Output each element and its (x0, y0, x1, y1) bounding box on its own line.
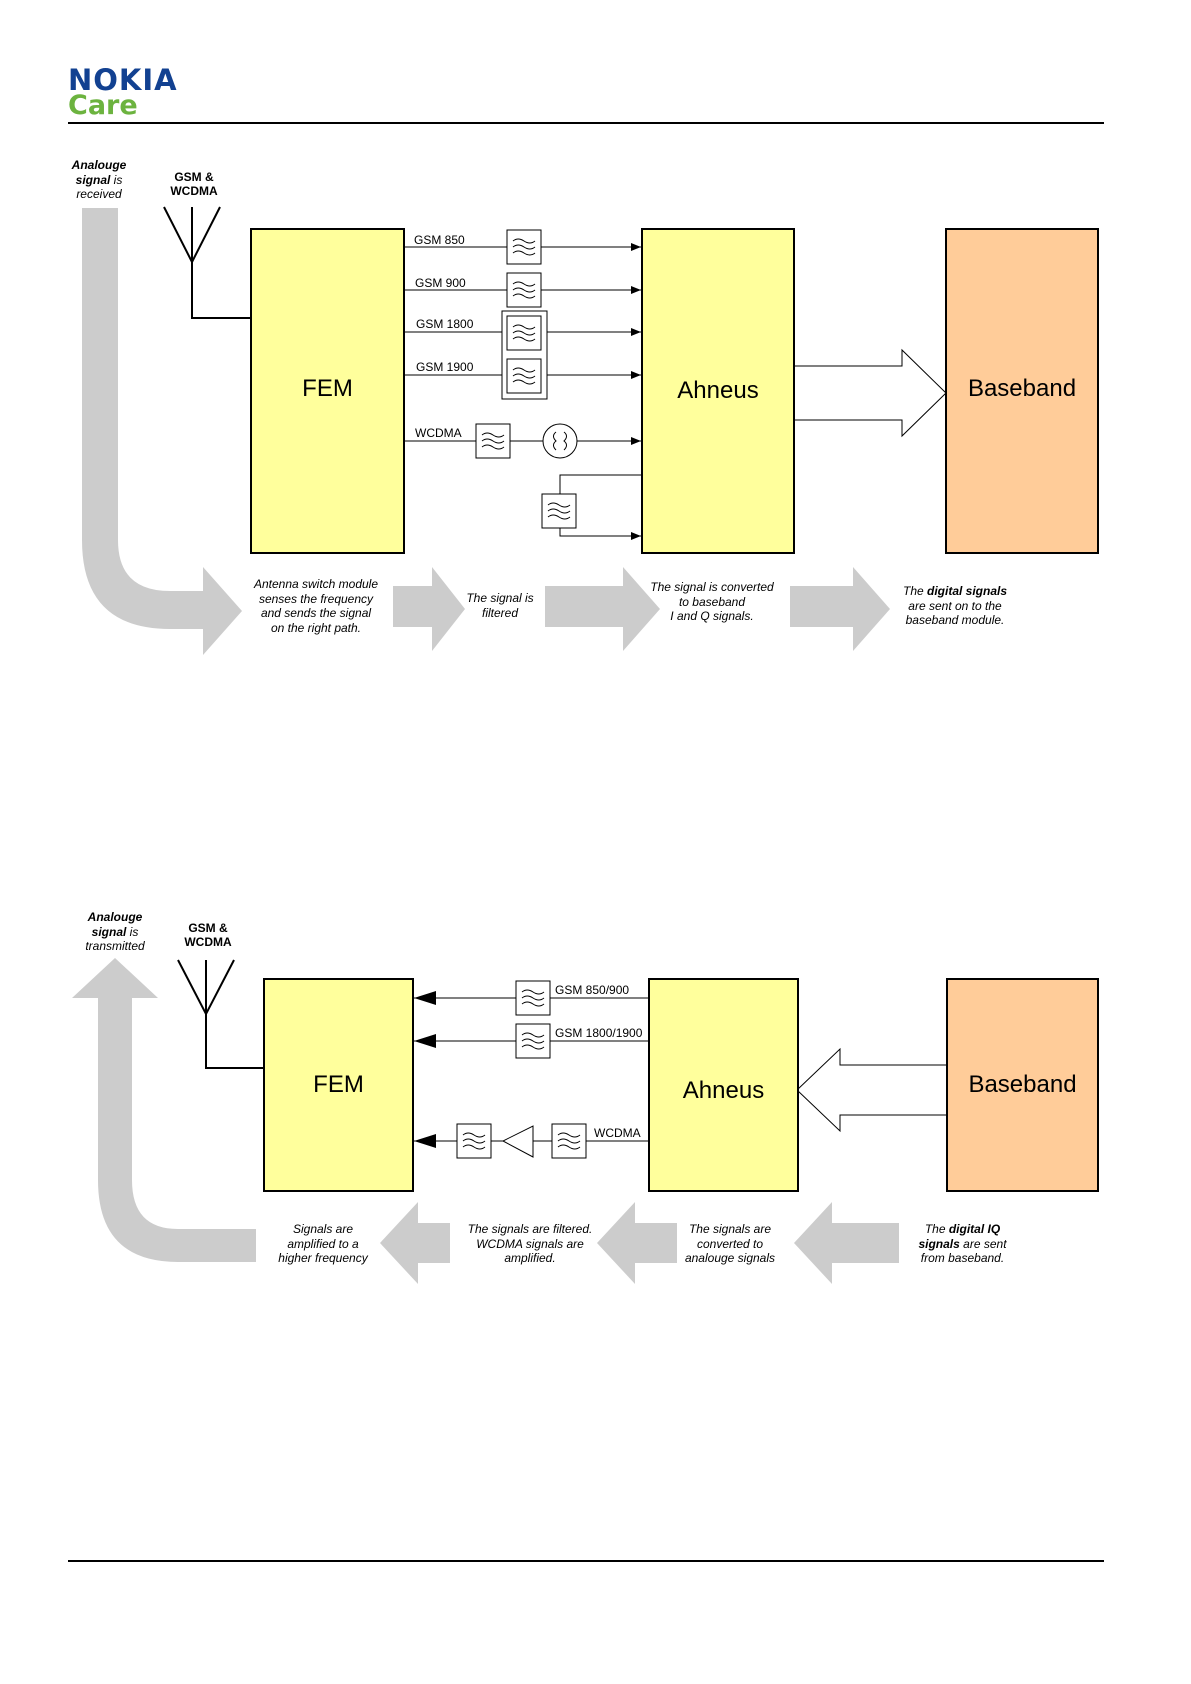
rx-filter-icon-gsm850 (506, 229, 542, 265)
rx-path-label-gsm1800: GSM 1800 (416, 317, 474, 331)
rx-flow-arrow-3 (545, 567, 660, 651)
tx-caption-filtered: The signals are filtered.WCDMA signals a… (467, 1222, 593, 1265)
tx-fem-block (263, 978, 414, 1192)
rx-filter-icon-wcdma (475, 423, 511, 459)
care-logo: Care (68, 90, 138, 121)
tx-path-label-gsm850-900: GSM 850/900 (555, 983, 630, 997)
tx-ahneus-label: Ahneus (682, 1077, 765, 1104)
rx-ahneus-label: Ahneus (677, 377, 759, 404)
tx-filter-icon-wcdma-1 (551, 1123, 587, 1159)
tx-baseband-label: Baseband (968, 1071, 1077, 1098)
tx-flow-arrow-3 (597, 1202, 677, 1284)
rx-baseband-block (945, 228, 1099, 554)
tx-ahneus-block (648, 978, 799, 1192)
tx-hollow-arrow (796, 1047, 948, 1133)
rx-path-label-gsm900: GSM 900 (415, 276, 466, 290)
rx-filter-icon-gsm1800 (506, 315, 542, 351)
tx-flow-arrow-2 (380, 1202, 450, 1284)
rx-baseband-label: Baseband (967, 375, 1077, 402)
rx-flow-arrow-4 (790, 567, 890, 651)
rx-flow-arrow-2 (393, 567, 465, 651)
rx-antenna-label: GSM & WCDMA (170, 170, 218, 198)
rx-line-return-out (559, 527, 641, 540)
tx-flow-arrows (72, 958, 899, 1284)
tx-amplifier-icon (501, 1125, 534, 1158)
tx-flow-arrow-end (72, 958, 256, 1262)
tx-flow-arrow-4 (794, 1202, 899, 1284)
tx-path-label-gsm1800-1900: GSM 1800/1900 (555, 1026, 643, 1040)
rx-ahneus-block (641, 228, 795, 554)
rx-antenna-icon (163, 206, 250, 319)
rx-balun-icon (542, 423, 578, 459)
tx-start-caption: Analouge signal is transmitted (85, 910, 145, 953)
tx-antenna-icon (177, 959, 264, 1069)
footer-rule (68, 1560, 1104, 1562)
rx-filter-icon-gsm1900 (506, 358, 542, 394)
tx-antenna-label: GSM & WCDMA (184, 921, 232, 949)
tx-filter-icon-gsm850-900 (515, 980, 551, 1016)
rx-path-label-wcdma: WCDMA (415, 426, 462, 440)
tx-fem-label: FEM (313, 1071, 364, 1098)
rx-start-caption: Analouge signal is received (71, 158, 127, 201)
nokia-logo: NOKIA (68, 63, 178, 97)
rx-path-label-gsm850: GSM 850 (414, 233, 465, 247)
rx-path-label-gsm1900: GSM 1900 (416, 360, 474, 374)
rx-flow-arrow-start (82, 208, 242, 655)
rx-flow-arrows (82, 208, 890, 655)
rx-fem-block (250, 228, 405, 554)
rx-filter-icon-gsm900 (506, 272, 542, 308)
rx-filter-icons (475, 229, 577, 529)
rx-fem-label: FEM (302, 375, 353, 402)
header-rule (68, 122, 1104, 124)
tx-path-label-wcdma: WCDMA (594, 1126, 641, 1140)
tx-filter-icon-wcdma-2 (456, 1123, 492, 1159)
rx-hollow-arrow (795, 348, 947, 438)
tx-baseband-block (946, 978, 1099, 1192)
rx-filter-icon-return (541, 493, 577, 529)
tx-filter-icon-gsm1800-1900 (515, 1023, 551, 1059)
